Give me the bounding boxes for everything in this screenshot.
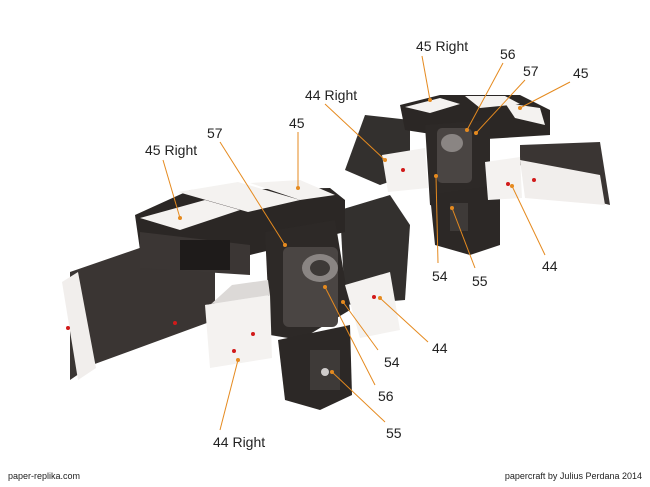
left-block-front-side <box>205 280 270 305</box>
left-block-right <box>345 272 400 338</box>
label-56-top: 56 <box>500 46 516 62</box>
footer-site: paper-replika.com <box>8 471 81 481</box>
label-44-top: 44 <box>542 258 558 274</box>
label-55-left: 55 <box>386 425 402 441</box>
right-model <box>345 95 610 255</box>
left-wing-right <box>340 195 410 305</box>
label-54-top: 54 <box>432 268 448 284</box>
footer-credit: papercraft by Julius Perdana 2014 <box>504 471 642 481</box>
callout-labels: 45 Right 56 57 45 44 Right 54 55 44 45 R… <box>145 38 589 450</box>
right-top-white-3 <box>505 103 545 125</box>
right-wing-tip <box>520 160 605 205</box>
left-top-white-2 <box>178 182 300 212</box>
right-top-white-1 <box>405 98 460 113</box>
mark <box>251 332 255 336</box>
right-top-white-2 <box>465 96 520 108</box>
label-45-right-left: 45 Right <box>145 142 197 158</box>
left-block-front <box>205 295 272 368</box>
left-top-white-1 <box>140 200 240 230</box>
left-top-white-3 <box>250 180 335 200</box>
label-57-top: 57 <box>523 63 539 79</box>
left-model <box>62 180 410 410</box>
label-44-left: 44 <box>432 340 448 356</box>
left-front-grille <box>180 240 230 270</box>
mark <box>532 178 536 182</box>
left-engine-nozzle-inner <box>310 260 330 276</box>
mark <box>506 182 510 186</box>
label-45-top: 45 <box>573 65 589 81</box>
right-engine-nozzle <box>441 134 463 152</box>
label-44-right-top: 44 Right <box>305 87 357 103</box>
mark <box>66 326 70 330</box>
left-wing-left-tip <box>62 272 96 380</box>
mark <box>232 349 236 353</box>
right-lower-vent <box>450 203 468 231</box>
label-54-left: 54 <box>384 354 400 370</box>
label-45-left: 45 <box>289 115 305 131</box>
label-57-left: 57 <box>207 125 223 141</box>
right-block-right <box>485 157 522 200</box>
leader-lines <box>162 55 571 431</box>
label-55-top: 55 <box>472 273 488 289</box>
left-lower-sensor <box>321 368 329 376</box>
label-44-right-left: 44 Right <box>213 434 265 450</box>
label-56-left: 56 <box>378 388 394 404</box>
mark <box>173 321 177 325</box>
mark <box>401 168 405 172</box>
mark <box>372 295 376 299</box>
label-45-right-top: 45 Right <box>416 38 468 54</box>
